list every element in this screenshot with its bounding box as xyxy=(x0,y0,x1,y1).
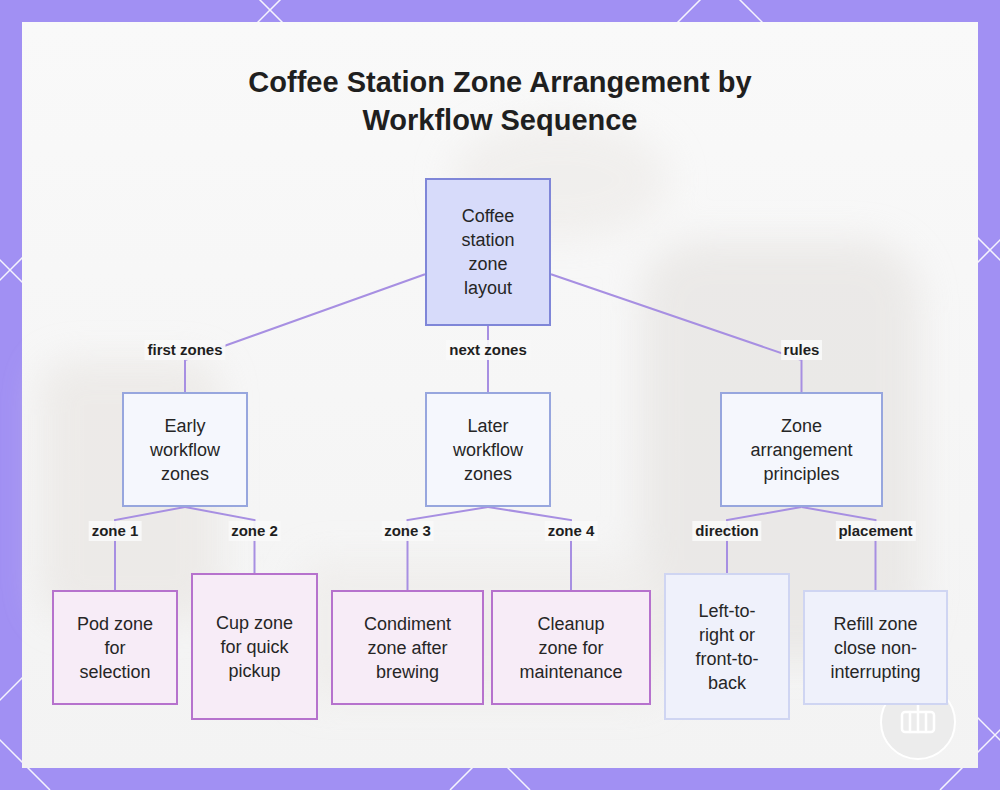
edge-label: direction xyxy=(692,521,761,541)
panel xyxy=(22,22,978,768)
connector-line xyxy=(115,507,185,590)
zone-box: Cleanup zone for maintenance xyxy=(491,590,651,705)
node-text: Later workflow zones xyxy=(443,414,533,486)
edge-label: placement xyxy=(835,521,915,541)
node-text: Early workflow zones xyxy=(140,414,230,486)
edge-label: zone 4 xyxy=(545,521,598,541)
edge-label: zone 2 xyxy=(228,521,281,541)
zone-box: Pod zone for selection xyxy=(52,590,178,705)
connector-line xyxy=(802,507,876,590)
edge-label: zone 1 xyxy=(89,521,142,541)
principle-box: Left-to-right or front-to-back xyxy=(664,573,790,720)
root-box: Coffee station zone layout xyxy=(425,178,551,326)
node-text: Left-to-right or front-to-back xyxy=(686,599,768,695)
connector-line xyxy=(488,507,571,590)
edge-label: first zones xyxy=(144,340,225,360)
category-box: Later workflow zones xyxy=(425,392,551,507)
node-text: Pod zone for selection xyxy=(69,612,161,684)
zone-box: Condiment zone after brewing xyxy=(331,590,484,705)
connector-line xyxy=(408,507,489,590)
principle-box: Refill zone close non-interrupting xyxy=(803,590,948,705)
node-text: Coffee station zone layout xyxy=(451,204,525,300)
zone-box: Cup zone for quick pickup xyxy=(191,573,318,720)
category-box: Zone arrangement principles xyxy=(720,392,883,507)
node-text: Refill zone close non-interrupting xyxy=(818,612,933,684)
edge-label: zone 3 xyxy=(381,521,434,541)
connector-line xyxy=(185,274,425,392)
connector-line xyxy=(551,274,802,392)
node-text: Cleanup zone for maintenance xyxy=(518,612,624,684)
edge-label: next zones xyxy=(446,340,530,360)
diagram-title: Coffee Station Zone Arrangement by Workf… xyxy=(200,63,800,139)
category-box: Early workflow zones xyxy=(122,392,248,507)
node-text: Cup zone for quick pickup xyxy=(206,611,303,683)
edge-label: rules xyxy=(781,340,823,360)
node-text: Zone arrangement principles xyxy=(742,414,861,486)
node-text: Condiment zone after brewing xyxy=(347,612,468,684)
